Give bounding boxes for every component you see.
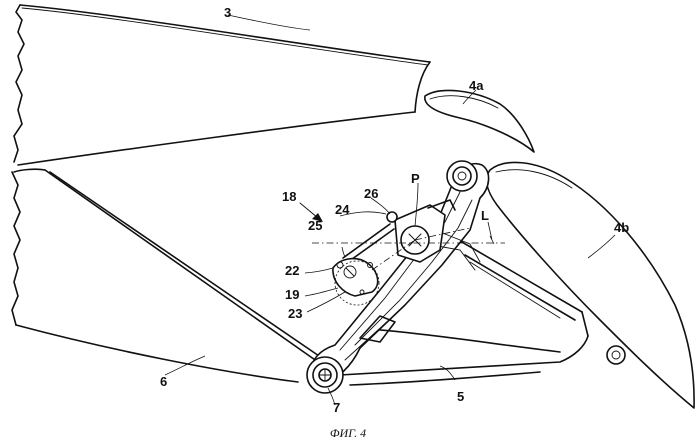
l-indicator — [488, 222, 494, 244]
label-4a: 4a — [469, 78, 484, 93]
flap-4b — [487, 162, 694, 408]
label-5: 5 — [457, 389, 464, 404]
label-p: P — [411, 171, 420, 186]
label-26: 26 — [364, 186, 378, 201]
wing-panel-6 — [12, 169, 322, 382]
label-19: 19 — [285, 287, 299, 302]
label-25: 25 — [308, 218, 322, 233]
rod-24 — [343, 212, 397, 262]
label-18: 18 — [282, 189, 296, 204]
upper-pivot — [447, 161, 477, 191]
label-3: 3 — [224, 5, 231, 20]
label-4b: 4b — [614, 220, 629, 235]
figure-caption: ФИГ. 4 — [330, 426, 366, 440]
label-24: 24 — [335, 202, 350, 217]
label-6: 6 — [160, 374, 167, 389]
label-l: L — [481, 208, 489, 223]
wing-panel-3 — [14, 5, 430, 165]
label-23: 23 — [288, 306, 302, 321]
pivot-7 — [307, 357, 343, 393]
label-22: 22 — [285, 263, 299, 278]
leader-lines — [165, 15, 615, 405]
label-7: 7 — [333, 400, 340, 415]
crank-22 — [333, 259, 378, 296]
part-labels: 3 4a 4b 5 6 7 18 19 22 23 24 25 26 P L — [160, 5, 629, 415]
slat-4a — [425, 90, 534, 152]
